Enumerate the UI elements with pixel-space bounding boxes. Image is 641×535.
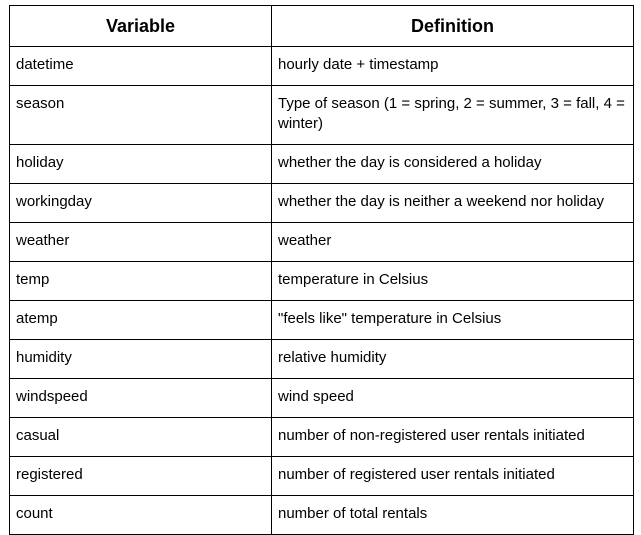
definition-cell: wind speed	[271, 378, 634, 418]
table-row: count number of total rentals	[9, 495, 634, 535]
variable-cell: datetime	[9, 46, 272, 86]
definition-cell: whether the day is considered a holiday	[271, 144, 634, 184]
definition-cell: number of registered user rentals initia…	[271, 456, 634, 496]
definition-cell: number of non-registered user rentals in…	[271, 417, 634, 457]
table-row: temp temperature in Celsius	[9, 261, 634, 301]
variable-cell: casual	[9, 417, 272, 457]
table-row: holiday whether the day is considered a …	[9, 144, 634, 184]
variable-cell: holiday	[9, 144, 272, 184]
variable-cell: season	[9, 85, 272, 145]
table-row: windspeed wind speed	[9, 378, 634, 418]
variable-cell: temp	[9, 261, 272, 301]
variable-cell: weather	[9, 222, 272, 262]
definition-cell: hourly date + timestamp	[271, 46, 634, 86]
table-row: datetime hourly date + timestamp	[9, 46, 634, 86]
table-row: workingday whether the day is neither a …	[9, 183, 634, 223]
definition-cell: whether the day is neither a weekend nor…	[271, 183, 634, 223]
variable-cell: atemp	[9, 300, 272, 340]
definition-cell: Type of season (1 = spring, 2 = summer, …	[271, 85, 634, 145]
table-row: humidity relative humidity	[9, 339, 634, 379]
variable-cell: humidity	[9, 339, 272, 379]
column-header-variable: Variable	[9, 5, 272, 47]
table-row: weather weather	[9, 222, 634, 262]
definition-cell: "feels like" temperature in Celsius	[271, 300, 634, 340]
definition-cell: relative humidity	[271, 339, 634, 379]
definition-cell: number of total rentals	[271, 495, 634, 535]
definition-cell: weather	[271, 222, 634, 262]
variable-definition-table: Variable Definition datetime hourly date…	[9, 5, 634, 535]
variable-cell: windspeed	[9, 378, 272, 418]
table-header-row: Variable Definition	[9, 5, 634, 47]
table-row: casual number of non-registered user ren…	[9, 417, 634, 457]
table-row: atemp "feels like" temperature in Celsiu…	[9, 300, 634, 340]
column-header-definition: Definition	[271, 5, 634, 47]
definition-cell: temperature in Celsius	[271, 261, 634, 301]
variable-cell: count	[9, 495, 272, 535]
table-row: season Type of season (1 = spring, 2 = s…	[9, 85, 634, 145]
variable-cell: workingday	[9, 183, 272, 223]
variable-cell: registered	[9, 456, 272, 496]
table-row: registered number of registered user ren…	[9, 456, 634, 496]
